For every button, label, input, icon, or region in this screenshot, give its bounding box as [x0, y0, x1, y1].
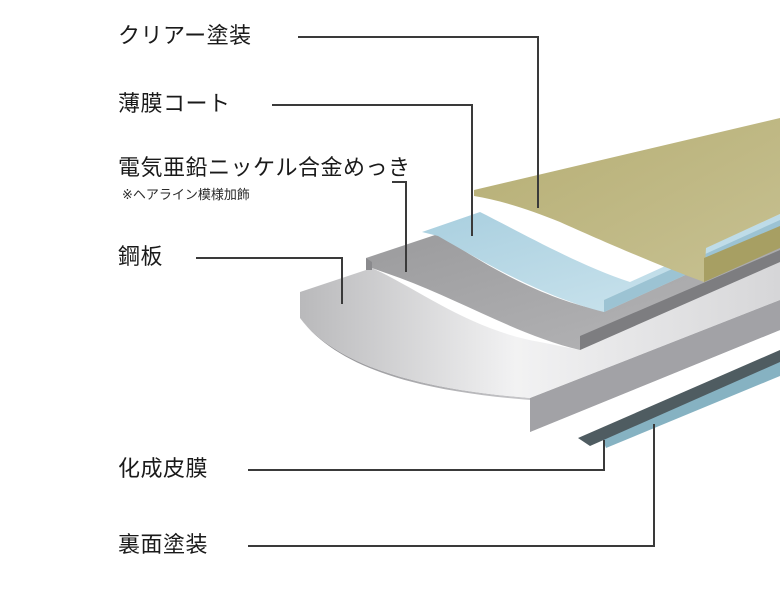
leader-line-zinc-nickel-plating — [392, 181, 407, 272]
chemical-conversion-film-layer — [578, 350, 780, 446]
thin-film-coat-layer — [422, 212, 780, 312]
label-zinc-nickel-plating: 電気亜鉛ニッケル合金めっき — [118, 156, 411, 181]
label-clear-coat: クリアー塗装 — [118, 24, 252, 49]
zinc-nickel-plating-layer — [366, 228, 780, 350]
leader-line-back-coating — [248, 424, 655, 547]
leader-line-steel-plate — [196, 257, 343, 304]
leader-line-clear-coat — [298, 36, 539, 208]
label-back-coating: 裏面塗装 — [118, 533, 209, 558]
clear-coat-layer — [474, 118, 780, 282]
leader-line-chemical-conversion-film — [248, 440, 605, 471]
leader-line-thin-film-coat — [272, 104, 473, 236]
steel-plate-layer — [300, 262, 780, 398]
label-thin-film-coat: 薄膜コート — [118, 92, 231, 117]
label-chemical-conversion-film: 化成皮膜 — [118, 457, 209, 482]
label-steel-plate: 鋼板 — [118, 245, 164, 270]
note-hairline-pattern: ※ヘアライン模様加飾 — [122, 188, 250, 203]
